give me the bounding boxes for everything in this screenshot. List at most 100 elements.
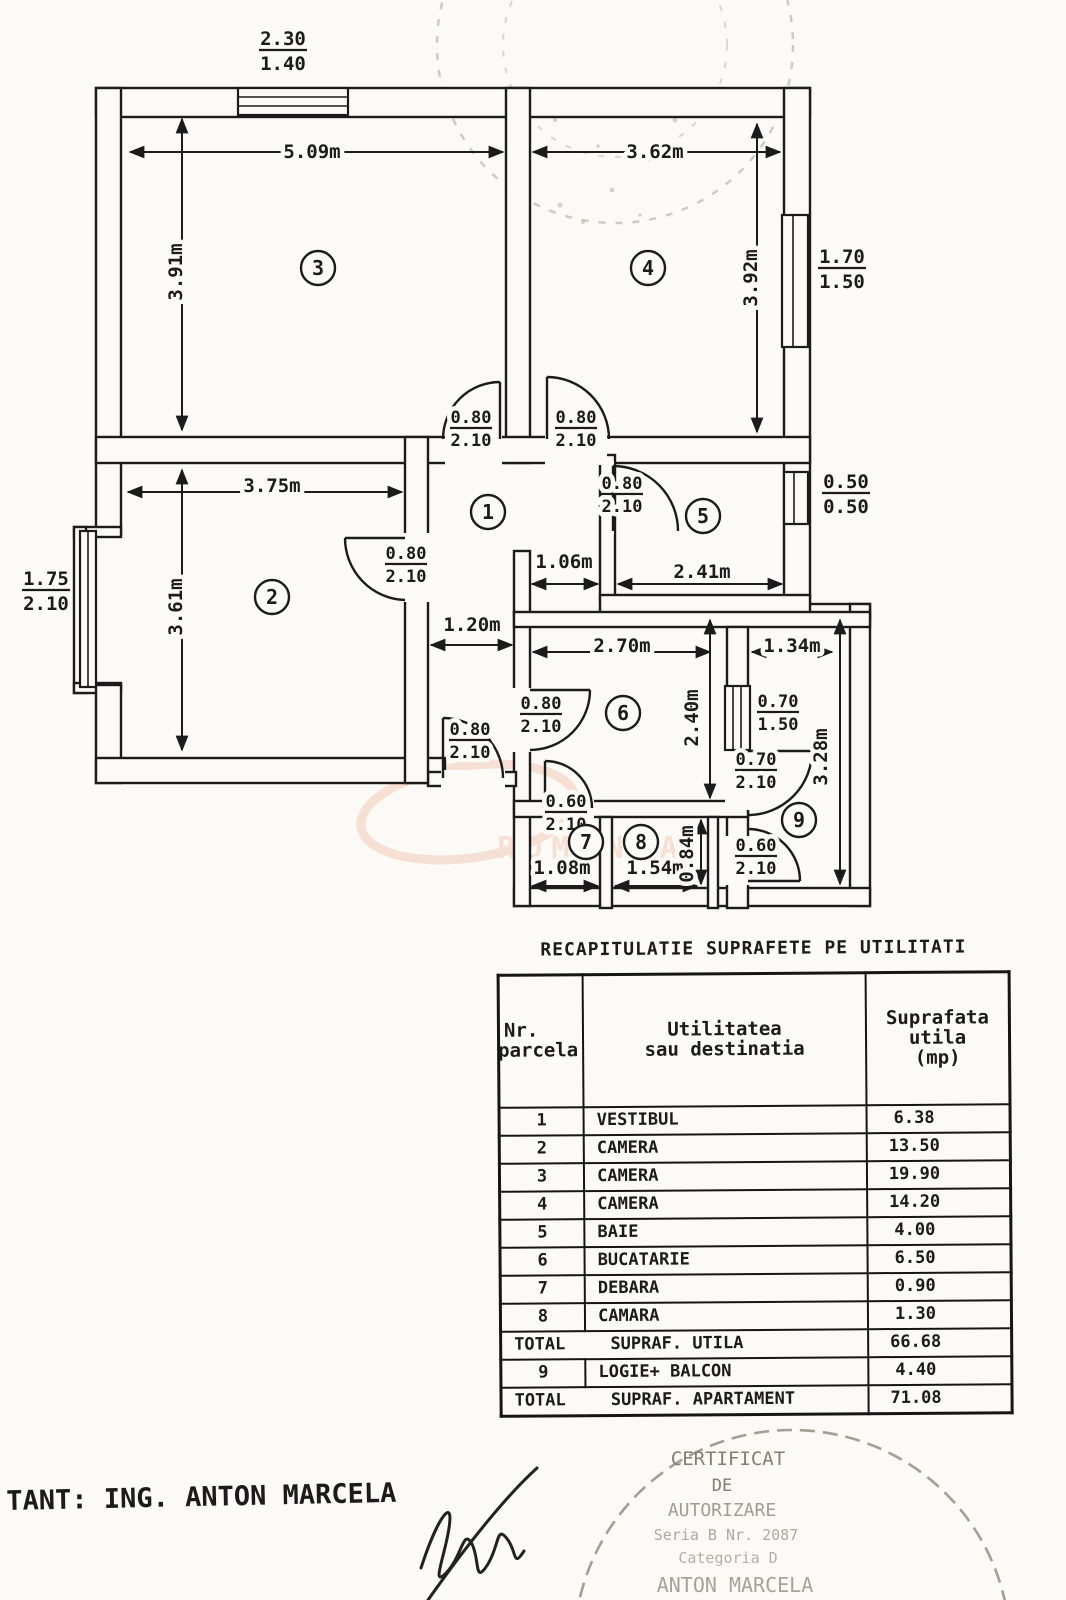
size-fraction-label: 0.602.10 (731, 832, 781, 884)
room-number: 8 (622, 823, 660, 861)
stamp-line: Seria B Nr. 2087 (654, 1526, 799, 1544)
cell-value: 6.38 (866, 1104, 1011, 1134)
svg-text:2.10: 2.10 (451, 431, 492, 451)
svg-text:1.75: 1.75 (23, 568, 69, 590)
signature (419, 1466, 539, 1600)
svg-text:0.60: 0.60 (546, 792, 587, 812)
windows (78, 86, 810, 752)
cell-label: LOGIE+ BALCON (585, 1357, 869, 1388)
svg-text:3: 3 (312, 256, 324, 280)
cell-value: 66.68 (868, 1328, 1012, 1358)
stamp-line: ANTON MARCELA (657, 1573, 814, 1597)
svg-text:1.70: 1.70 (819, 246, 865, 268)
cell-value: 71.08 (868, 1384, 1013, 1414)
dimension-label: 3.61m (165, 578, 187, 635)
dimension-label: 3.28m (810, 728, 832, 785)
room-number: 7 (567, 823, 605, 861)
total-label: SUPRAF. APARTAMENT (610, 1388, 796, 1411)
svg-text:2.10: 2.10 (556, 431, 597, 451)
svg-text:0.50: 0.50 (823, 471, 869, 493)
svg-text:1: 1 (482, 500, 494, 524)
door-openings (403, 435, 750, 885)
room-number: 2 (253, 578, 291, 616)
recap-table-block: RECAPITULATIE SUPRAFETE PE UTILITATI Nr.… (496, 936, 1014, 1418)
size-fraction-label: 0.80 2.10 (516, 690, 566, 742)
window-kitchen-loggia (723, 684, 752, 752)
door-corridor (441, 716, 505, 779)
cell-value: 13.50 (866, 1132, 1011, 1162)
cell-nr: 8 (500, 1303, 586, 1332)
dimension-label: 1.06m (535, 551, 592, 573)
svg-text:1.50: 1.50 (758, 715, 799, 735)
cell-value: 0.90 (867, 1272, 1012, 1302)
svg-text:0.50: 0.50 (823, 496, 869, 518)
stamp-center-text: CERTIFICAT DE AUTORIZARE Seria B Nr. 208… (654, 1448, 814, 1597)
door-room2 (343, 536, 406, 602)
cell-nr: 9 (500, 1359, 586, 1388)
size-fraction-label: 0.50 0.50 (819, 467, 874, 523)
table-total-row: TOTAL SUPRAF. APARTAMENT 71.08 (500, 1384, 1013, 1417)
table-row: 5 BAIE 4.00 (499, 1216, 1011, 1248)
table-row: 1 VESTIBUL 6.38 (499, 1104, 1011, 1136)
header-nr-parcela: Nr. parcela (498, 974, 584, 1108)
svg-text:0.60: 0.60 (736, 836, 777, 856)
svg-text:5: 5 (697, 504, 709, 528)
door-room4 (545, 375, 611, 440)
dimension-label: 2.41m (673, 561, 730, 583)
svg-text:2.10: 2.10 (736, 773, 777, 793)
total-label: SUPRAF. UTILA (610, 1333, 744, 1355)
svg-text:6: 6 (617, 701, 629, 725)
cell-label: CAMERA (584, 1189, 868, 1220)
size-fraction-label: 0.80 2.10 (551, 404, 601, 456)
table-row: 3 CAMERA 19.90 (499, 1160, 1011, 1192)
svg-text:1.50: 1.50 (819, 271, 865, 293)
dimension-label: 5.09m (283, 141, 340, 163)
room-number: 5 (684, 497, 722, 535)
cell-value: 1.30 (867, 1300, 1012, 1330)
dimension-label: 1.08m (533, 857, 590, 879)
room-number: 4 (629, 249, 667, 287)
cell-total: TOTAL SUPRAF. UTILA (500, 1329, 869, 1360)
cell-value: 4.40 (868, 1356, 1012, 1386)
table-row: 8 CAMARA 1.30 (500, 1300, 1012, 1332)
dimension-label: 0.84m (676, 825, 698, 882)
table-row: 2 CAMERA 13.50 (499, 1132, 1011, 1164)
svg-text:0.80: 0.80 (521, 694, 562, 714)
svg-text:0.80: 0.80 (556, 408, 597, 428)
window-right-room5 (782, 470, 810, 526)
dimension-label: 3.75m (243, 475, 300, 497)
size-fraction-label: 1.70 1.50 (815, 242, 870, 298)
door-room5 (611, 464, 680, 532)
cell-label: BUCATARIE (584, 1245, 868, 1276)
cell-nr: 3 (499, 1163, 585, 1192)
stamp-line: DE (712, 1476, 732, 1496)
table-row: 7 DEBARA 0.90 (500, 1272, 1012, 1304)
svg-text:2.10: 2.10 (23, 593, 69, 615)
svg-text:0.80: 0.80 (451, 408, 492, 428)
table-row: 4 CAMERA 14.20 (499, 1188, 1011, 1220)
cell-label: VESTIBUL (583, 1105, 867, 1136)
cell-value: 19.90 (866, 1160, 1011, 1190)
header-text: sau destinatia (644, 1037, 805, 1061)
size-fraction-label: 0.702.10 (731, 746, 781, 798)
cell-label: BAIE (584, 1217, 868, 1248)
table-header-row: Nr. parcela Utilitatea sau destinatia Su… (498, 971, 1010, 1108)
stamp-ring (578, 1428, 1006, 1600)
door-loggia (747, 749, 814, 817)
svg-text:2.10: 2.10 (450, 743, 491, 763)
cell-nr: 7 (500, 1275, 585, 1304)
table-title: RECAPITULATIE SUPRAFETE PE UTILITATI (540, 936, 967, 961)
cell-label: CAMERA (583, 1133, 867, 1164)
header-utilitatea: Utilitatea sau destinatia (582, 972, 867, 1108)
svg-text:2.10: 2.10 (521, 717, 562, 737)
window-left-balcony (78, 529, 98, 689)
svg-text:0.80: 0.80 (602, 474, 643, 494)
cell-nr: 5 (499, 1219, 585, 1248)
cell-value: 6.50 (867, 1244, 1012, 1274)
header-text: parcela (498, 1039, 579, 1062)
dimension-label: 1.34m (763, 635, 820, 657)
size-fraction-label: 0.701.50 (753, 688, 803, 740)
header-suprafata: Suprafata utila (mp) (865, 971, 1010, 1106)
